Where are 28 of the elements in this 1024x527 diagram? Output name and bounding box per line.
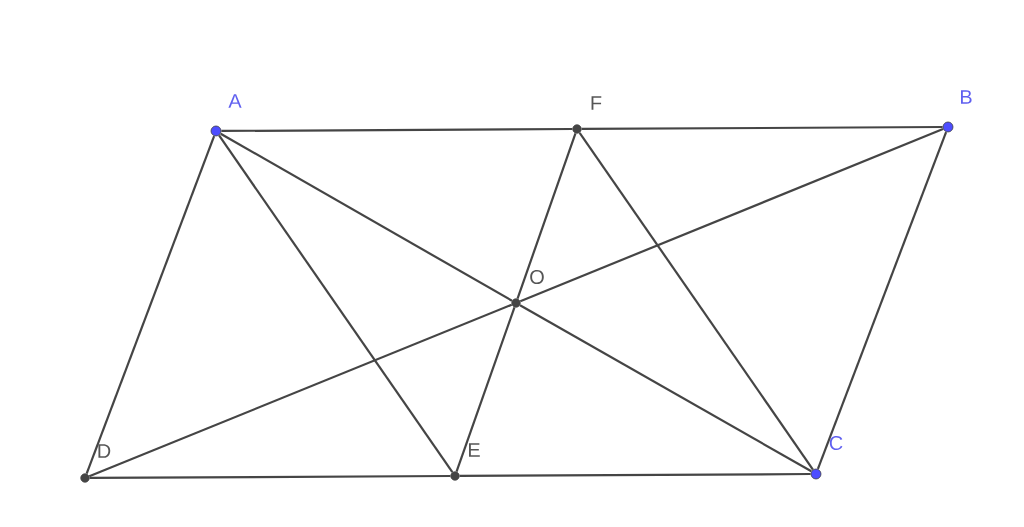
- line-segment: [578, 132, 814, 471]
- line-segment: [581, 125, 943, 131]
- point-label: A: [228, 94, 242, 108]
- line-segment: [221, 127, 573, 133]
- point-label: E: [469, 443, 480, 457]
- point: [942, 121, 954, 133]
- line-segment: [519, 128, 944, 303]
- line-segment: [89, 474, 451, 480]
- line-segment: [816, 131, 948, 470]
- point-label: O: [530, 269, 544, 285]
- point-label: F: [591, 96, 602, 110]
- line-segment: [459, 472, 811, 478]
- line-segment: [85, 135, 216, 475]
- line-segment: [455, 307, 516, 472]
- line-segment: [516, 133, 577, 299]
- point: [450, 471, 460, 481]
- line-segment: [519, 304, 812, 473]
- point: [210, 125, 222, 137]
- point-label: D: [98, 444, 111, 458]
- point: [80, 473, 90, 483]
- line-segment: [218, 134, 454, 473]
- line-segment: [220, 132, 513, 302]
- point-label: C: [829, 435, 843, 451]
- point-label: B: [961, 90, 972, 104]
- point: [810, 468, 822, 480]
- point: [572, 124, 582, 134]
- point: [511, 298, 521, 308]
- line-segment: [88, 303, 513, 478]
